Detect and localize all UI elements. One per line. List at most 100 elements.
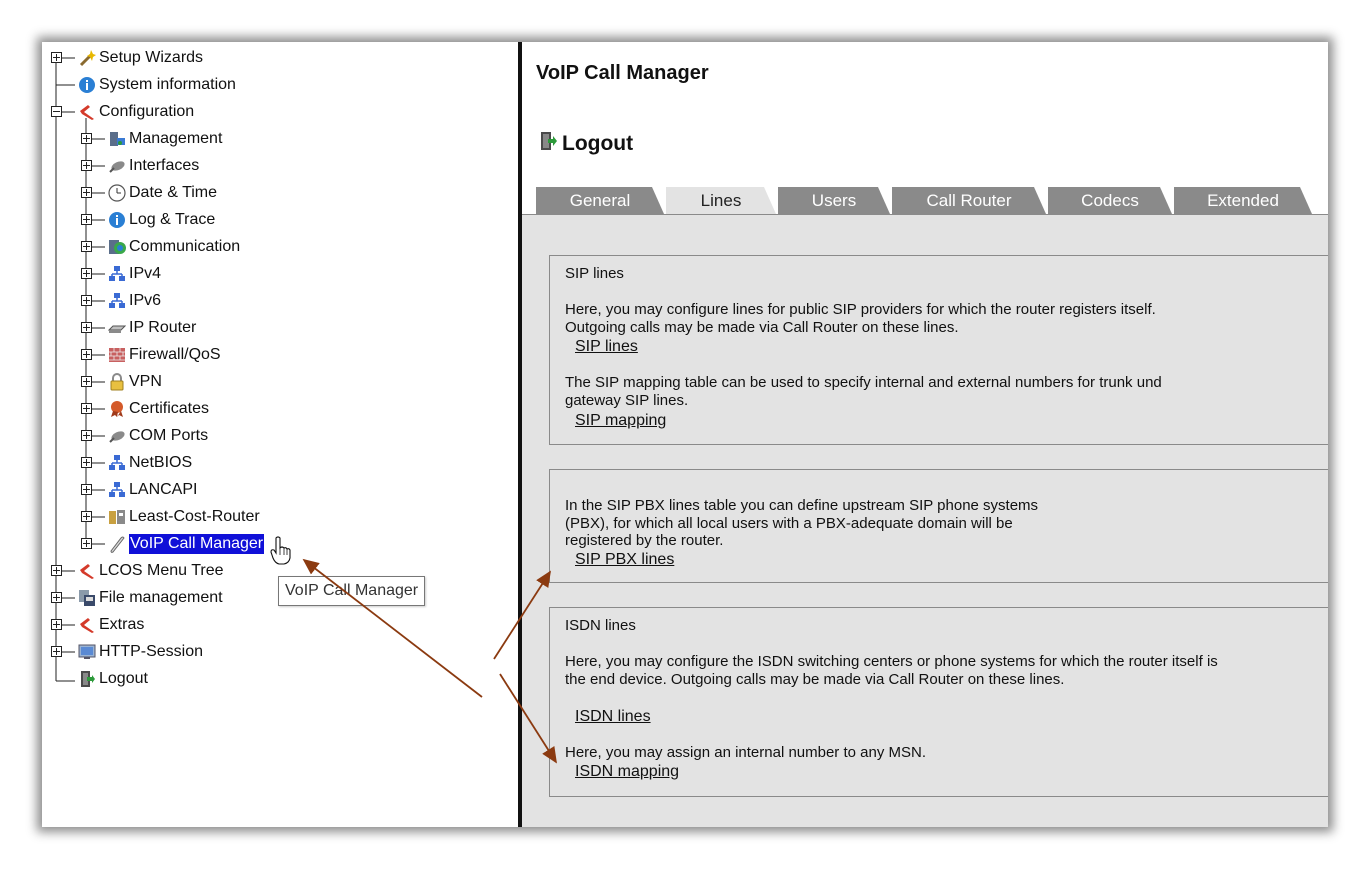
tree-item-interfaces[interactable]: Interfaces — [108, 155, 199, 177]
expand-toggle[interactable] — [81, 187, 92, 198]
tree-item-netbios[interactable]: NetBIOS — [108, 452, 192, 474]
expand-toggle[interactable] — [51, 646, 62, 657]
tree-item-ip-router[interactable]: IP Router — [108, 317, 196, 339]
network-icon — [108, 265, 126, 283]
tree-item-label: LCOS Menu Tree — [99, 562, 224, 579]
globe-icon — [108, 238, 126, 256]
expand-toggle[interactable] — [81, 160, 92, 171]
tree-item-certificates[interactable]: Certificates — [108, 398, 209, 420]
tab-codecs[interactable]: Codecs — [1048, 187, 1172, 214]
expand-toggle[interactable] — [81, 430, 92, 441]
tree-item-lcos-menu-tree[interactable]: LCOS Menu Tree — [78, 560, 224, 582]
pane-divider[interactable] — [518, 42, 522, 827]
tooltip-text: VoIP Call Manager — [285, 582, 419, 599]
expand-toggle[interactable] — [51, 52, 62, 63]
tab-call-router[interactable]: Call Router — [892, 187, 1046, 214]
tree-item-com-ports[interactable]: COM Ports — [108, 425, 208, 447]
app-window: Setup Wizards System information Configu… — [42, 42, 1328, 827]
expand-toggle[interactable] — [81, 268, 92, 279]
tree-item-http-session[interactable]: HTTP-Session — [78, 641, 203, 663]
expand-toggle[interactable] — [81, 457, 92, 468]
tree-item-least-cost-router[interactable]: Least-Cost-Router — [108, 506, 260, 528]
tree-item-label: Log & Trace — [129, 211, 216, 228]
tree-item-file-management[interactable]: File management — [78, 587, 223, 609]
navigation-tree: Setup Wizards System information Configu… — [42, 42, 518, 827]
tree-item-logout[interactable]: Logout — [78, 668, 148, 690]
plug-icon — [108, 427, 126, 445]
section-text: Here, you may configure lines for public… — [565, 301, 1156, 336]
phone-icon — [108, 535, 126, 553]
sip-mapping-link[interactable]: SIP mapping — [575, 412, 667, 429]
sip-pbx-section: In the SIP PBX lines table you can defin… — [549, 469, 1328, 583]
tree-item-management[interactable]: Management — [108, 128, 222, 150]
router-cost-icon — [108, 508, 126, 526]
tree-item-date-time[interactable]: Date & Time — [108, 182, 217, 204]
tree-item-label: Date & Time — [129, 184, 218, 201]
tree-item-system-information[interactable]: System information — [78, 74, 236, 96]
tree-item-label: NetBIOS — [129, 454, 193, 471]
expand-toggle[interactable] — [51, 565, 62, 576]
tab-extended[interactable]: Extended — [1174, 187, 1312, 214]
expand-toggle[interactable] — [81, 241, 92, 252]
expand-toggle[interactable] — [81, 376, 92, 387]
logout-icon — [78, 670, 96, 688]
clock-icon — [108, 184, 126, 202]
collapse-toggle[interactable] — [51, 106, 62, 117]
tab-label: Call Router — [926, 190, 1012, 210]
expand-toggle[interactable] — [81, 133, 92, 144]
section-heading: SIP lines — [565, 265, 624, 282]
expand-toggle[interactable] — [81, 403, 92, 414]
info-icon — [78, 76, 96, 94]
tab-label: General — [569, 190, 631, 210]
server-icon — [108, 130, 126, 148]
tab-lines[interactable]: Lines — [666, 187, 776, 214]
tab-bar: General Lines Users Call Router Codecs E… — [522, 187, 1328, 215]
tree-item-label: Extras — [99, 616, 145, 633]
expand-toggle[interactable] — [81, 484, 92, 495]
tab-label: Codecs — [1081, 190, 1139, 210]
isdn-lines-link[interactable]: ISDN lines — [575, 708, 651, 725]
tree-item-extras[interactable]: Extras — [78, 614, 144, 636]
tools-icon — [78, 103, 96, 121]
tree-item-firewall-qos[interactable]: Firewall/QoS — [108, 344, 221, 366]
tree-item-label: System information — [99, 76, 236, 93]
tree-item-communication[interactable]: Communication — [108, 236, 240, 258]
logout-link[interactable]: Logout — [538, 130, 633, 157]
expand-toggle[interactable] — [51, 619, 62, 630]
tree-item-voip-call-manager[interactable]: VoIP Call Manager — [108, 533, 265, 555]
tree-item-label: File management — [99, 589, 223, 606]
tab-label: Extended — [1207, 190, 1279, 210]
tree-item-label: Firewall/QoS — [129, 346, 221, 363]
expand-toggle[interactable] — [81, 322, 92, 333]
expand-toggle[interactable] — [81, 295, 92, 306]
tree-item-configuration[interactable]: Configuration — [78, 101, 194, 123]
tab-general[interactable]: General — [536, 187, 664, 214]
expand-toggle[interactable] — [51, 592, 62, 603]
network-icon — [108, 292, 126, 310]
tab-users[interactable]: Users — [778, 187, 890, 214]
tree-item-ipv4[interactable]: IPv4 — [108, 263, 161, 285]
isdn-mapping-link[interactable]: ISDN mapping — [575, 763, 680, 780]
section-heading: ISDN lines — [565, 617, 636, 634]
expand-toggle[interactable] — [81, 214, 92, 225]
file-management-icon — [78, 589, 96, 607]
sip-lines-link[interactable]: SIP lines — [575, 338, 638, 355]
tree-item-vpn[interactable]: VPN — [108, 371, 162, 393]
tree-item-ipv6[interactable]: IPv6 — [108, 290, 161, 312]
tree-item-lancapi[interactable]: LANCAPI — [108, 479, 197, 501]
sip-lines-section: SIP lines Here, you may configure lines … — [549, 255, 1328, 445]
tree-item-label: Least-Cost-Router — [129, 508, 260, 525]
tree-item-log-trace[interactable]: Log & Trace — [108, 209, 215, 231]
tree-item-label: IP Router — [129, 319, 197, 336]
isdn-lines-section: ISDN lines Here, you may configure the I… — [549, 607, 1328, 797]
tree-item-label: VoIP Call Manager — [129, 534, 265, 554]
firewall-icon — [108, 346, 126, 364]
expand-toggle[interactable] — [81, 349, 92, 360]
expand-toggle[interactable] — [81, 511, 92, 522]
router-icon — [108, 319, 126, 337]
sip-pbx-lines-link[interactable]: SIP PBX lines — [575, 551, 675, 568]
hand-cursor-icon — [270, 536, 291, 565]
tree-item-setup-wizards[interactable]: Setup Wizards — [78, 47, 203, 69]
expand-toggle[interactable] — [81, 538, 92, 549]
tab-label: Users — [811, 190, 857, 210]
